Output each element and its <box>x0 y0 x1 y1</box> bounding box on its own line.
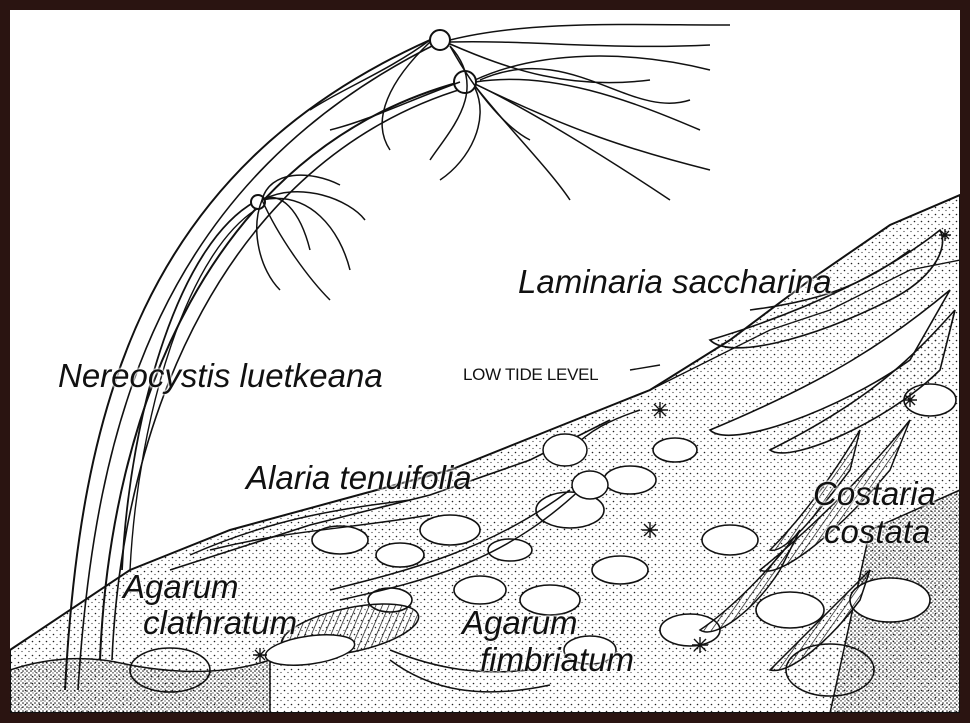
label-nereocystis-luetkeana: Nereocystis luetkeana <box>58 359 383 393</box>
label-laminaria-saccharina: Laminaria saccharina <box>518 265 832 299</box>
label-agarum-fimbriatum-line1: Agarum <box>462 606 578 640</box>
label-agarum-clathratum-line1: Agarum <box>123 570 239 604</box>
illustration-panel: Laminaria saccharina Nereocystis luetkea… <box>10 10 960 713</box>
label-low-tide-level: LOW TIDE LEVEL <box>463 365 598 385</box>
label-alaria-tenuifolia: Alaria tenuifolia <box>246 461 472 495</box>
label-agarum-clathratum-line2: clathratum <box>143 606 297 640</box>
nereocystis-blades <box>257 24 730 300</box>
label-costaria-line1: Costaria <box>813 477 936 511</box>
low-tide-line <box>630 365 660 370</box>
label-costaria-line2: costata <box>824 515 930 549</box>
label-agarum-fimbriatum-line2: fimbriatum <box>480 643 634 677</box>
